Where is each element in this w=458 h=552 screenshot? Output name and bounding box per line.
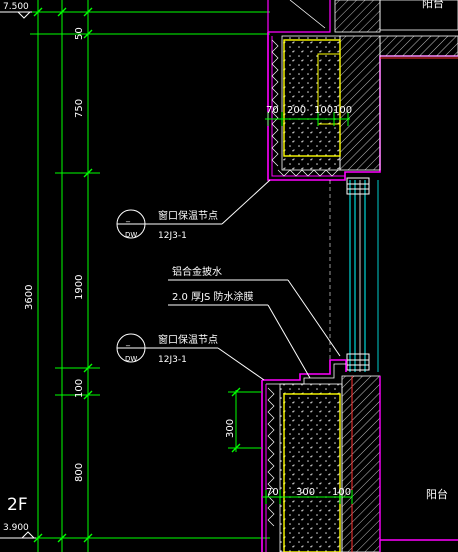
dim-lower-70: 70 [266, 487, 279, 498]
upper-beam-section [265, 0, 458, 181]
detail-upper-ref: 12J3-1 [158, 231, 187, 241]
dim-overall: 3600 [24, 285, 35, 310]
window-frame [329, 177, 379, 372]
upper-horizontal-dims: 70 200 100 100 [266, 105, 352, 116]
detail-callout-upper: _ DW 窗口保温节点 12J3-1 [116, 179, 271, 241]
dim-seg-100: 100 [74, 379, 85, 398]
dim-lower-300: 300 [296, 487, 315, 498]
room-label-lower: 阳台 [426, 487, 448, 501]
room-label-upper: 阳台 [422, 0, 444, 10]
svg-text:_: _ [125, 337, 131, 346]
lower-sill-section [228, 359, 458, 552]
detail-lower-title: 窗口保温节点 [158, 333, 218, 346]
detail-upper-title: 窗口保温节点 [158, 209, 218, 222]
dim-upper-200: 200 [287, 105, 306, 116]
dim-upper-100b: 100 [333, 105, 352, 116]
svg-text:_: _ [125, 213, 131, 222]
lower-horizontal-dims: 70 300 100 [266, 487, 351, 498]
dim-upper-100a: 100 [314, 105, 333, 116]
detail-callout-lower: _ DW 窗口保温节点 12J3-1 [116, 333, 265, 381]
dim-upper-70: 70 [266, 105, 279, 116]
detail-upper-num: DW [125, 231, 137, 239]
dim-lower-100: 100 [332, 487, 351, 498]
dim-seg-800: 800 [74, 463, 85, 482]
dim-seg-50: 50 [74, 27, 85, 40]
level-marker-bottom: 3.900 2F [0, 495, 36, 539]
level-bottom-label: 3.900 [3, 523, 29, 533]
sill-note-callout: 铝合金披水 2.0 厚JS 防水涂膜 [168, 265, 341, 379]
floor-label: 2F [7, 495, 28, 515]
sill-note: 铝合金披水 [172, 265, 222, 278]
level-marker-top: 7.500 [0, 2, 32, 19]
vertical-dimension-chain [30, 0, 270, 552]
detail-lower-num: DW [125, 355, 137, 363]
membrane-note: 2.0 厚JS 防水涂膜 [172, 290, 254, 303]
detail-lower-ref: 12J3-1 [158, 355, 187, 365]
dim-300-vertical: 300 [225, 419, 236, 438]
dim-seg-750: 750 [74, 99, 85, 118]
dim-seg-1900: 1900 [74, 275, 85, 300]
level-top-label: 7.500 [3, 2, 29, 12]
